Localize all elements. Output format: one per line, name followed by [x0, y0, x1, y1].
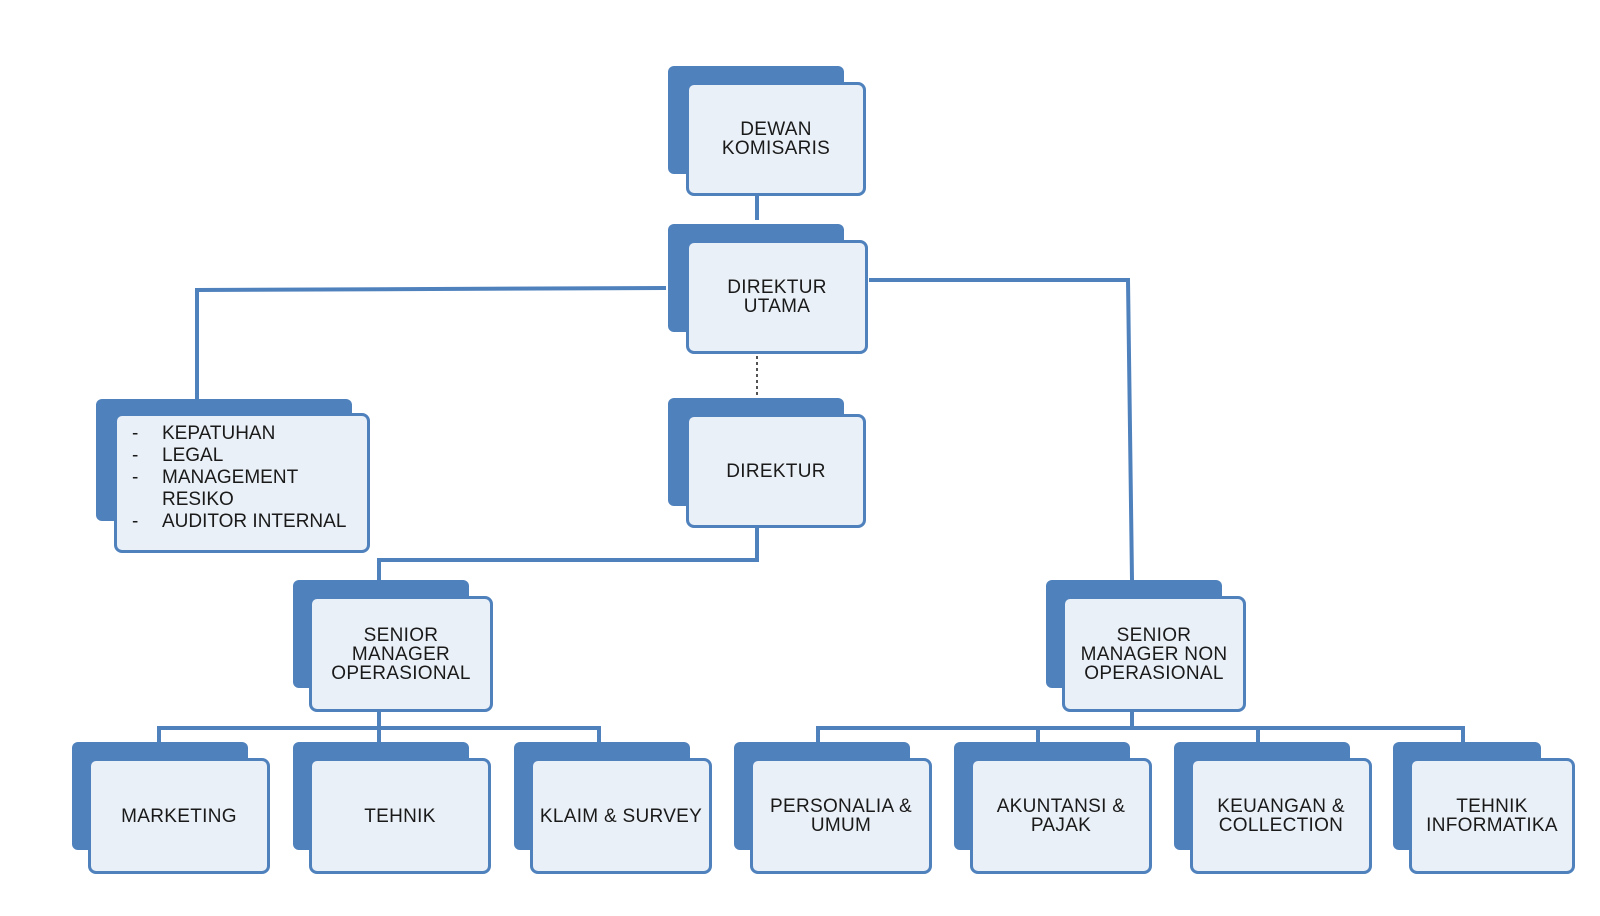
node-box [970, 758, 1152, 874]
node-box [309, 758, 491, 874]
list-item-text: MANAGEMENT RESIKO [162, 467, 298, 510]
node-label: AKUNTANSI & PAJAK [996, 796, 1126, 836]
node-label: DEWAN KOMISARIS [721, 119, 831, 159]
list-item: LEGAL [132, 445, 360, 467]
list-item: AUDITOR INTERNAL [132, 511, 360, 533]
node-label: SENIOR MANAGER OPERASIONAL [331, 624, 471, 684]
node-box [750, 758, 932, 874]
compliance-list: KEPATUHAN LEGAL MANAGEMENT RESIKO AUDITO… [132, 423, 360, 533]
node-box [686, 82, 866, 196]
node-box [1190, 758, 1372, 874]
node-label: DIREKTUR [726, 460, 826, 482]
connector-utama-sm-non-op [869, 278, 1134, 581]
node-box [88, 758, 270, 874]
dash-bullet [132, 511, 138, 533]
dash-bullet [132, 467, 138, 489]
node-label: TEHNIK INFORMATIKA [1426, 796, 1558, 836]
connector-direktur-sm-op [377, 528, 759, 580]
list-item-text: AUDITOR INTERNAL [162, 511, 347, 532]
node-label: KLAIM & SURVEY [539, 805, 703, 827]
node-label: PERSONALIA & UMUM [770, 796, 912, 836]
connector-utama-compliance [195, 286, 667, 399]
node-box [309, 596, 493, 712]
dash-bullet [132, 423, 138, 445]
node-box [686, 414, 866, 528]
list-item-text: KEPATUHAN [162, 423, 276, 444]
connector-non-op-bus [816, 726, 1465, 742]
list-item: KEPATUHAN [132, 423, 360, 445]
node-box [530, 758, 712, 874]
node-box [1409, 758, 1575, 874]
dash-bullet [132, 445, 138, 467]
node-label: MARKETING [121, 805, 237, 827]
node-label: KEUANGAN & COLLECTION [1217, 796, 1345, 836]
list-item: MANAGEMENT RESIKO [132, 467, 360, 511]
node-label: DIREKTUR UTAMA [727, 277, 827, 317]
node-label: TEHNIK [364, 805, 436, 827]
list-item-text: LEGAL [162, 445, 224, 466]
node-box [1062, 596, 1246, 712]
node-box [114, 413, 370, 553]
node-box [686, 240, 868, 354]
node-label: SENIOR MANAGER NON OPERASIONAL [1080, 624, 1228, 684]
